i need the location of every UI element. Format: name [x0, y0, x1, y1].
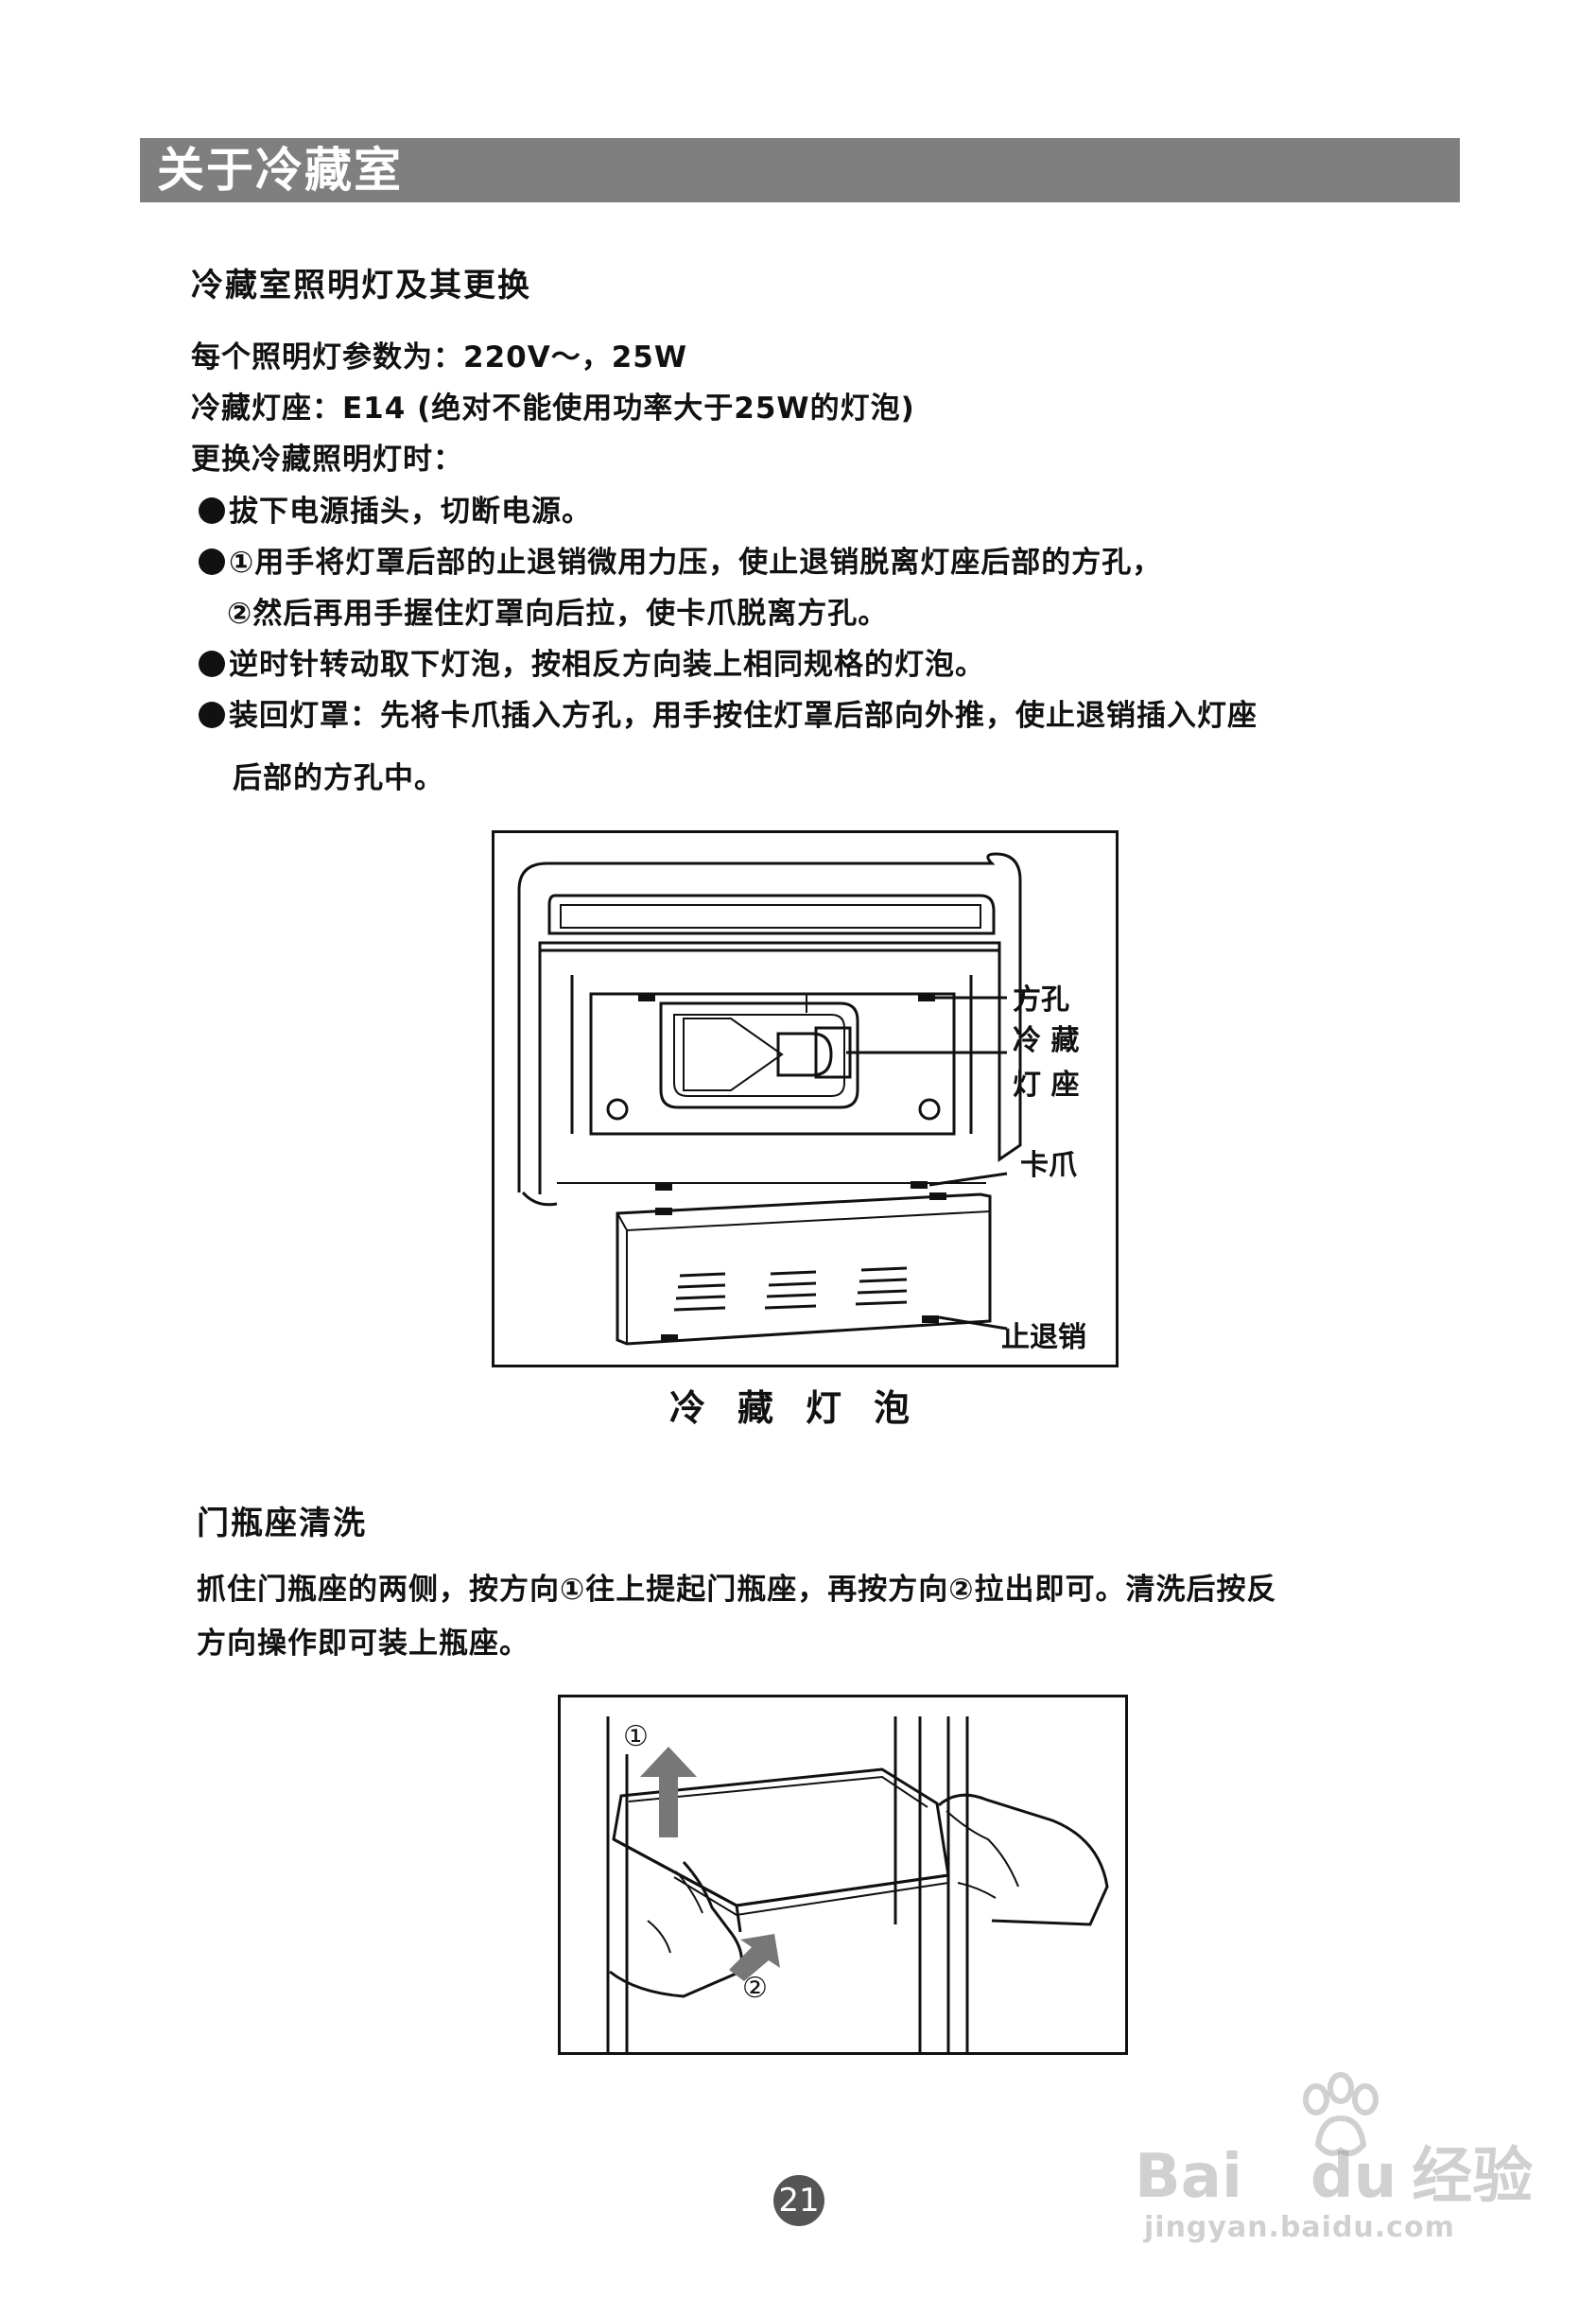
bullet-step: 拔下电源插头，切断电源。 — [199, 487, 592, 530]
paw-logo-icon — [1293, 2071, 1388, 2166]
bullet-step: ①用手将灯罩后部的止退销微用力压，使止退销脱离灯座后部的方孔， — [199, 538, 1162, 581]
watermark-brand-cn: 经验 — [1412, 2142, 1534, 2212]
lamp-figure-caption: 冷藏灯泡 — [669, 1387, 943, 1429]
bottle-rack-instruction: 抓住门瓶座的两侧，按方向①往上提起门瓶座，再按方向②拉出即可。清洗后按反 — [197, 1573, 1277, 1607]
lamp-spec-line: 每个照明灯参数为：220V～，25W — [191, 340, 688, 374]
bottle-rack-figure-frame: ① ② — [558, 1695, 1128, 2055]
bottle-rack-illustration — [606, 1716, 1109, 2052]
bullet-dot — [199, 548, 225, 575]
lamp-figure-frame: 方孔 冷 藏 灯 座 卡爪 止退销 — [492, 830, 1119, 1367]
bottle-rack-instruction: 方向操作即可装上瓶座。 — [197, 1627, 529, 1661]
lamp-section-heading: 冷藏室照明灯及其更换 — [191, 267, 531, 305]
square-hole-label: 方孔 — [1013, 983, 1069, 1017]
step-text: 拔下电源插头，切断电源。 — [229, 495, 592, 529]
lamp-replace-intro: 更换冷藏照明灯时： — [191, 443, 463, 477]
bullet-dot — [199, 702, 225, 728]
paw-shape — [1303, 2072, 1379, 2156]
page-number: 21 — [773, 2175, 824, 2226]
claw-label: 卡爪 — [1020, 1149, 1077, 1182]
page-title: 关于冷藏室 — [157, 143, 403, 198]
bullet-dot — [199, 497, 225, 524]
bullet-step: 逆时针转动取下灯泡，按相反方向装上相同规格的灯泡。 — [199, 640, 985, 683]
section-title-bar: 关于冷藏室 — [140, 138, 1460, 202]
bullet-dot — [199, 651, 225, 677]
lamp-assembly-illustration — [517, 852, 1022, 1346]
lamp-socket-line: 冷藏灯座：E14 (绝对不能使用功率大于25W的灯泡) — [191, 392, 915, 426]
direction-marker-1: ① — [623, 1720, 649, 1753]
watermark-brand-part: Bai — [1135, 2142, 1242, 2212]
watermark-brand-part: du — [1310, 2142, 1397, 2212]
watermark-url: jingyan.baidu.com — [1144, 2211, 1455, 2244]
stop-pin-label: 止退销 — [1001, 1321, 1086, 1354]
step-text: ①用手将灯罩后部的止退销微用力压，使止退销脱离灯座后部的方孔， — [229, 546, 1163, 580]
lamp-socket-label: 灯 座 — [1013, 1069, 1080, 1102]
step-text: 逆时针转动取下灯泡，按相反方向装上相同规格的灯泡。 — [229, 648, 985, 682]
lamp-socket-label: 冷 藏 — [1013, 1024, 1080, 1057]
step-continuation: 后部的方孔中。 — [233, 761, 444, 795]
bullet-step: 装回灯罩：先将卡爪插入方孔，用手按住灯罩后部向外推，使止退销插入灯座 — [199, 691, 1258, 734]
step-continuation: ②然后再用手握住灯罩向后拉，使卡爪脱离方孔。 — [227, 597, 889, 631]
step-text: 装回灯罩：先将卡爪插入方孔，用手按住灯罩后部向外推，使止退销插入灯座 — [229, 699, 1258, 733]
bottle-rack-heading: 门瓶座清洗 — [197, 1505, 367, 1542]
direction-marker-2: ② — [742, 1972, 768, 2005]
